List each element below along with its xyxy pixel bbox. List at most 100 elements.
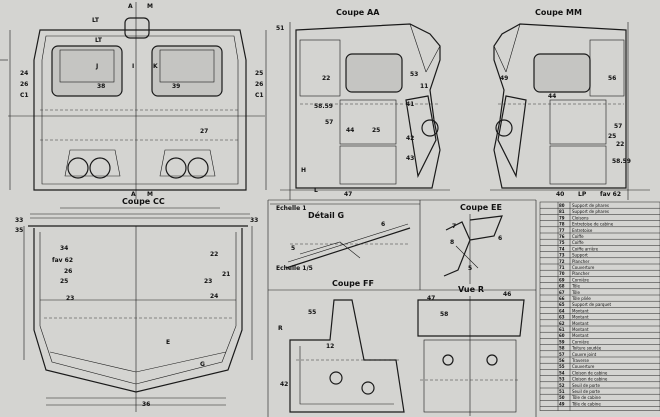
part-label: 53 [410, 71, 418, 78]
part-label: 33 [15, 217, 23, 224]
parts-table-number: 56 [559, 358, 565, 363]
parts-table-number: 70 [559, 271, 565, 276]
part-label: 46 [503, 291, 511, 298]
part-label: J [95, 63, 98, 70]
parts-table-number: 52 [559, 383, 565, 388]
parts-table-name: Cornière [572, 277, 589, 282]
parts-table-name: Support de phares [572, 203, 609, 208]
parts-table-name: Tôle de cabine [571, 395, 601, 400]
parts-table-name: Montant [572, 315, 589, 320]
parts-table-name: Plancher [572, 259, 590, 264]
part-label: 26 [20, 81, 28, 88]
parts-table-number: 71 [559, 265, 565, 270]
part-label: 58.59 [612, 158, 631, 165]
part-label: 36 [142, 401, 150, 408]
parts-table-number: 69 [559, 277, 565, 282]
front-elevation-view [0, 2, 267, 200]
title-coupe-cc: Coupe CC [122, 197, 165, 206]
part-label: 44 [548, 93, 556, 100]
parts-table-name: Montant [572, 333, 589, 338]
parts-table-number: 68 [559, 284, 565, 289]
part-label: H [301, 167, 306, 174]
parts-table-name: Cloison de cabine [572, 377, 608, 382]
parts-table-name: Tôle [571, 284, 580, 289]
part-label: 43 [406, 155, 414, 162]
parts-table-name: Cloison de cabine [572, 370, 608, 375]
parts-table-name: Support de parquet [572, 302, 611, 307]
part-label: 47 [344, 191, 352, 198]
parts-table-number: 65 [559, 302, 565, 307]
parts-table-number: 81 [559, 209, 565, 214]
part-label: 38 [97, 83, 105, 90]
part-label: LT [92, 17, 100, 24]
part-label: fav 62 [600, 191, 621, 198]
part-label: R [278, 325, 283, 332]
parts-table-name: Couvre joint [572, 352, 597, 357]
parts-table-number: 58 [559, 346, 565, 351]
parts-table-number: 55 [559, 364, 565, 369]
part-label: Echelle 1/5 [276, 265, 313, 272]
part-label: 39 [172, 83, 180, 90]
parts-table-frame [539, 201, 660, 411]
parts-table-name: Couverture [572, 265, 595, 270]
parts-table-number: 59 [559, 339, 565, 344]
part-label: 5 [468, 265, 472, 272]
part-label: C1 [20, 92, 29, 99]
part-label: Echelle 1 [276, 205, 306, 212]
parts-table-number: 77 [559, 228, 565, 233]
parts-table-name: Tôle [571, 290, 580, 295]
vue-r-view [417, 296, 525, 416]
part-label: 26 [64, 268, 72, 275]
part-label: 55 [308, 309, 316, 316]
title-coupe-ee: Coupe EE [460, 203, 502, 212]
coupe-ff-view [289, 299, 405, 413]
parts-table-number: 74 [559, 246, 565, 251]
part-label: 25 [608, 133, 616, 140]
parts-table-name: Support [572, 253, 588, 258]
parts-table-number: 75 [559, 240, 565, 245]
parts-table-number: 63 [559, 315, 565, 320]
part-label: 12 [326, 343, 334, 350]
part-label: 57 [614, 123, 622, 130]
part-label: 24 [20, 70, 28, 77]
part-label: 57 [325, 119, 333, 126]
parts-table-number: 72 [559, 259, 565, 264]
part-label: G [200, 361, 205, 368]
part-label: I [132, 63, 134, 70]
part-label: 7 [452, 223, 456, 230]
parts-table-number: 66 [559, 296, 565, 301]
part-label: 58 [440, 311, 448, 318]
part-label: 27 [200, 128, 208, 135]
parts-table-name: Entretoise [572, 228, 593, 233]
parts-table-number: 61 [559, 327, 565, 332]
part-label: fav 62 [52, 257, 73, 264]
parts-table-name: Cornière [572, 339, 589, 344]
parts-table-name: Plancher [572, 271, 590, 276]
part-label: 8 [450, 239, 454, 246]
coupe-ee-view [443, 214, 503, 284]
parts-table-name: Cloisons [572, 215, 589, 220]
parts-table-number: 54 [559, 370, 565, 375]
part-label: 44 [346, 127, 354, 134]
parts-table-name: Montant [572, 308, 589, 313]
part-label: 35 [15, 227, 23, 234]
part-label: 25 [372, 127, 380, 134]
title-coupe-aa: Coupe AA [336, 8, 380, 17]
part-label: LT [95, 37, 103, 44]
part-label: M [147, 3, 153, 10]
parts-table-name: Coiffe arrière [572, 246, 599, 251]
title-detail-g: Détail G [308, 210, 344, 220]
part-label: L [314, 187, 318, 194]
part-label: 47 [427, 295, 435, 302]
parts-table-name: Montant [572, 327, 589, 332]
part-label: K [153, 63, 158, 70]
parts-table-name: Coiffe [572, 240, 584, 245]
parts-table-number: 73 [559, 253, 565, 258]
part-label: 40 [556, 191, 564, 198]
part-label: LP [578, 191, 587, 198]
part-label: C1 [255, 92, 264, 99]
parts-table-number: 49 [559, 401, 565, 406]
title-coupe-mm: Coupe MM [535, 8, 582, 17]
